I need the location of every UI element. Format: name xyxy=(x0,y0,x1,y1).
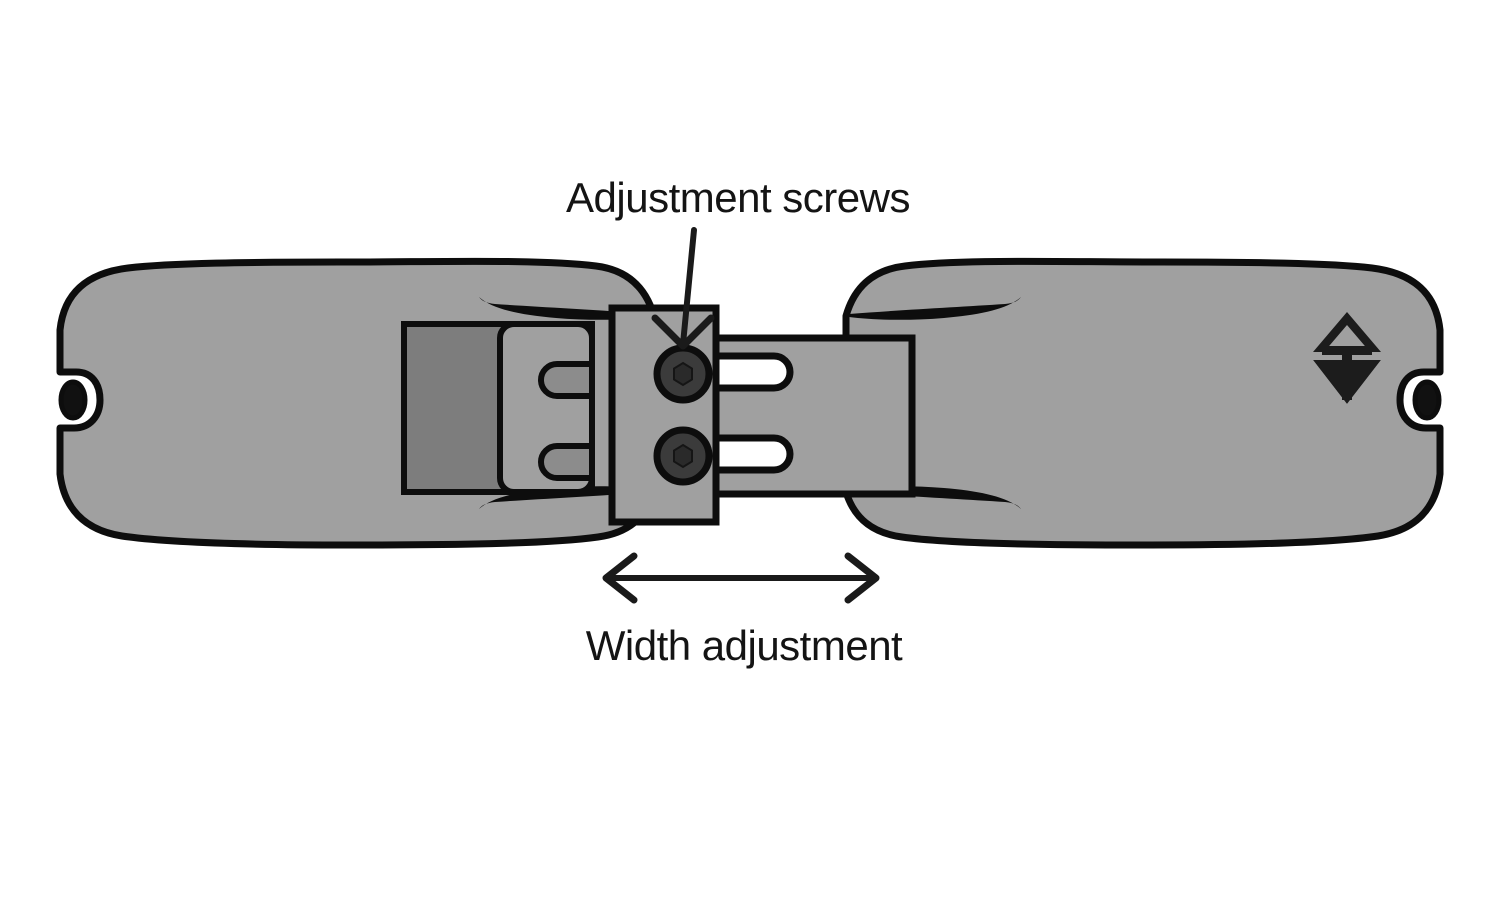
width-adjustment-label: Width adjustment xyxy=(586,622,903,669)
right-pad-body xyxy=(842,257,1444,549)
inner-plates-group xyxy=(401,321,595,495)
left-tab-hole xyxy=(58,379,88,421)
upper-screw-hex-socket-icon xyxy=(673,361,693,387)
lower-adjustment-screw[interactable] xyxy=(653,426,713,486)
width-dimension-arrow xyxy=(602,552,880,604)
left-body-bottom-sliver xyxy=(479,486,651,509)
width-arrow-head-right-icon xyxy=(844,552,880,604)
inner-plate-frame xyxy=(401,321,595,495)
lower-screw-hex-socket-icon xyxy=(673,443,693,469)
brand-logo-icon xyxy=(1313,312,1381,404)
screws-leader-arrowhead-icon xyxy=(651,314,715,350)
inner-notch-upper xyxy=(538,361,595,399)
width-arrow-head-left-icon xyxy=(602,552,638,604)
right-tab-hole xyxy=(1412,379,1442,421)
screws-leader-line xyxy=(680,227,697,347)
left-body-top-sliver xyxy=(479,297,651,320)
clamp-bracket-group xyxy=(608,304,720,526)
right-body-top-sliver xyxy=(849,297,1021,320)
screws-callout-leader xyxy=(651,227,715,350)
adjustment-screws-label: Adjustment screws xyxy=(566,174,910,221)
clamp-bracket xyxy=(608,304,720,526)
upper-adjustment-screw[interactable] xyxy=(653,344,713,404)
inner-notch-lower xyxy=(538,443,595,481)
right-pad-body-group xyxy=(842,257,1444,549)
